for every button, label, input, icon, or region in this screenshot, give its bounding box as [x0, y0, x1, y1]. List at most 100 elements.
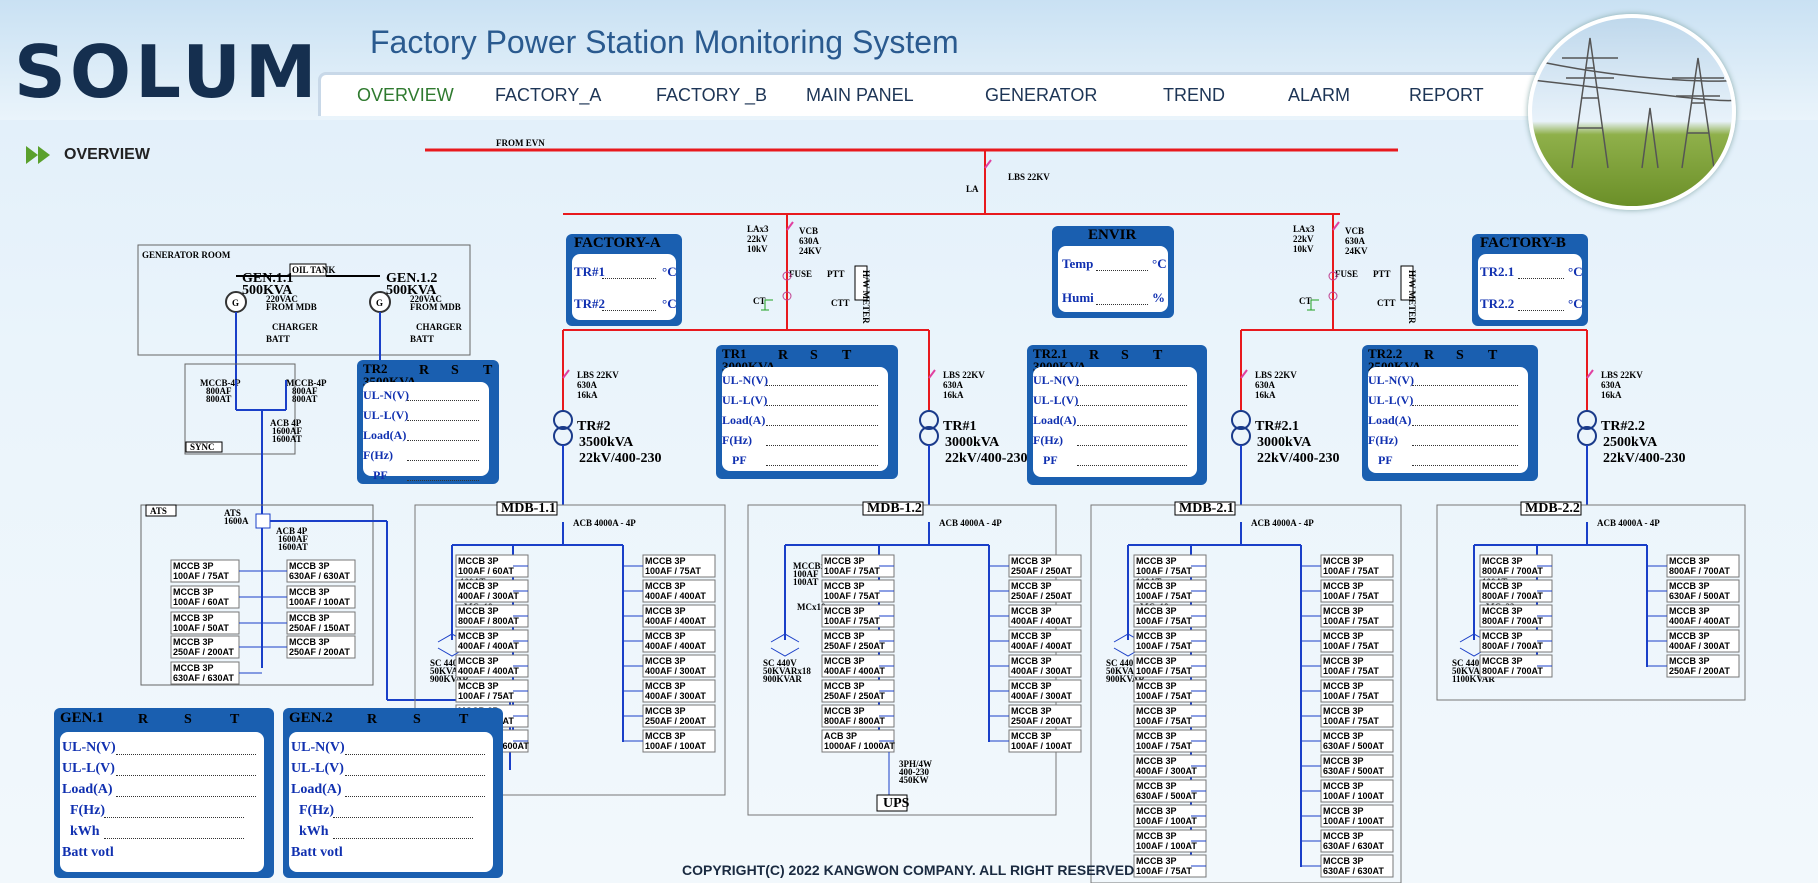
mdb-title-box: [1520, 501, 1582, 516]
envir-temp-unit: °C: [1152, 256, 1167, 271]
breaker-type: MCCB 3P: [1323, 831, 1364, 841]
breaker-type: MCCB 3P: [1323, 581, 1364, 591]
nav-trend[interactable]: TREND: [1163, 85, 1225, 105]
phase-label-r: R: [138, 712, 149, 727]
gen-panel-title: GEN.2: [289, 710, 333, 726]
tr-panel-3[interactable]: TR2.13000KVARSTUL-N(V)UL-L(V)Load(A)F(Hz…: [1027, 345, 1207, 485]
acb-label: 1600AF: [278, 534, 308, 544]
breaker-rating: 800AF / 700AT: [1482, 566, 1543, 576]
breaker-type: MCCB 3P: [1323, 806, 1364, 816]
breaker-type: MCCB 3P: [824, 631, 865, 641]
breaker-rating: 100AF / 75AT: [1323, 591, 1379, 601]
gen-row-value: [345, 775, 485, 776]
breaker-rating: 100AF / 100AT: [1323, 816, 1384, 826]
nav-report[interactable]: REPORT: [1409, 85, 1484, 105]
breaker-type: MCCB 3P: [1136, 706, 1177, 716]
tr-row-label: UL-N(V): [1368, 373, 1414, 387]
tr-panel-4[interactable]: TR2.22500KVARSTUL-N(V)UL-L(V)Load(A)F(Hz…: [1362, 345, 1538, 481]
tr-row-value: [766, 465, 878, 466]
breaker-rating: 100AF / 100AT: [1136, 841, 1197, 851]
nav-factory-b[interactable]: FACTORY _B: [656, 85, 768, 105]
generator-kva: 500KVA: [386, 283, 437, 298]
cap-sc-label: 50KVARx18: [430, 666, 478, 676]
nav-factory-a[interactable]: FACTORY_A: [495, 85, 602, 105]
tr-panel-name: TR2.1: [1033, 346, 1068, 361]
mdb-acb-label: ACB 4000A - 4P: [1597, 518, 1660, 528]
lbs-label: 630A: [1601, 380, 1622, 390]
breaker-type: MCCB 3P: [1136, 831, 1177, 841]
tr-panel-1[interactable]: TR23500KVARSTUL-N(V)UL-L(V)Load(A)F(Hz)P…: [357, 360, 499, 484]
transformer-kva: 3500kVA: [579, 435, 634, 450]
logo: SOLUM: [14, 30, 321, 114]
envir-panel[interactable]: ENVIR Temp °C Humi %: [1052, 226, 1174, 318]
la-label: 22kV: [747, 234, 768, 244]
breaker-type: MCCB 3P: [1011, 731, 1052, 741]
breaker-type: MCCB 3P: [1323, 731, 1364, 741]
breaker-type: MCCB 3P: [645, 731, 686, 741]
fuse-label: FUSE: [1335, 269, 1358, 279]
sync-label: SYNC: [190, 442, 215, 452]
breaker-type: MCCB 3P: [1136, 581, 1177, 591]
factory-b-temp-panel[interactable]: FACTORY-B TR2.1 °C TR2.2 °C: [1472, 234, 1588, 326]
sync-box: [185, 441, 223, 453]
breaker-rating: 250AF / 200AT: [645, 716, 706, 726]
gen-row-value: [104, 817, 244, 818]
phase-label-s: S: [413, 712, 421, 727]
tr-panel-body: [1368, 367, 1528, 473]
breaker-type: MCCB 3P: [458, 606, 499, 616]
breaker-rating: 630AF / 500AT: [1136, 791, 1197, 801]
transformer-primary-icon: [1577, 410, 1597, 430]
hw-meter-box: [1400, 265, 1414, 301]
breaker-type: MCCB 3P: [824, 606, 865, 616]
breaker-rating: 250AF / 250AT: [824, 691, 885, 701]
capacitor-icon: [770, 633, 800, 657]
breaker-rating: 100AF / 100AT: [1323, 791, 1384, 801]
tr-row-value: [1077, 425, 1187, 426]
acb-label: ACB 4P: [276, 526, 308, 536]
breaker-rating: 100AF / 75AT: [1136, 591, 1192, 601]
tr-panel-2[interactable]: TR13000KVARSTUL-N(V)UL-L(V)Load(A)F(Hz)P…: [716, 345, 898, 479]
phase-label-r: R: [367, 712, 378, 727]
mccb-label: MCCB-4P: [200, 378, 241, 388]
cap-sc-label: 50KVARx18: [1106, 666, 1154, 676]
breaker-rating: 630AF / 630AT: [289, 571, 350, 581]
cap-sc-label: SC 440V: [1106, 658, 1140, 668]
breaker-rating: 400AF / 300AT: [645, 691, 706, 701]
breaker-rating: 400AF / 400AT: [645, 641, 706, 651]
breaker-type: MCCB 3P: [1669, 556, 1710, 566]
tr-row-value: [1077, 465, 1187, 466]
gen-row-value: [333, 817, 473, 818]
breaker-rating: 100AF / 75AT: [173, 571, 229, 581]
ct-icon: [782, 291, 792, 301]
breaker-type: MCCB 3P: [1482, 631, 1523, 641]
supply-label: 220VAC: [410, 294, 442, 304]
breaker-rating: 400AF / 300AT: [458, 591, 519, 601]
lbs-switch-icon: [1586, 369, 1594, 379]
nav-main-panel[interactable]: MAIN PANEL: [806, 85, 914, 105]
cap-mccb-label: 100AT: [793, 577, 818, 587]
breaker-rating: 100AF / 75AT: [1136, 566, 1192, 576]
mdb-title-box: [862, 501, 924, 516]
breaker-type: MCCB 3P: [1323, 781, 1364, 791]
breaker-type: MCCB 3P: [1136, 606, 1177, 616]
nav-alarm[interactable]: ALARM: [1288, 85, 1351, 105]
factory-a-temp-panel[interactable]: FACTORY-A TR#1 °C TR#2 °C: [566, 234, 682, 326]
gen-row-value: [333, 838, 473, 839]
transformer-name: TR#2.1: [1255, 419, 1299, 434]
cap-sc-label: 900KVAR: [763, 674, 802, 684]
la-label: LAx3: [1293, 224, 1315, 234]
cap-mc-label: MCx18: [797, 602, 826, 612]
gen-row-value: [116, 796, 256, 797]
tr-row-value: [1412, 445, 1518, 446]
nav-generator[interactable]: GENERATOR: [985, 85, 1098, 105]
phase-label-r: R: [1089, 348, 1100, 363]
cap-mccb-label: 100AF: [793, 569, 819, 579]
ground-icon: [1307, 299, 1319, 311]
breaker-type: MCCB 3P: [1323, 606, 1364, 616]
tr-row-value: [766, 385, 878, 386]
tr-row-value: [766, 445, 878, 446]
nav-overview[interactable]: OVERVIEW: [357, 85, 454, 105]
breaker-type: MCCB 3P: [1011, 606, 1052, 616]
